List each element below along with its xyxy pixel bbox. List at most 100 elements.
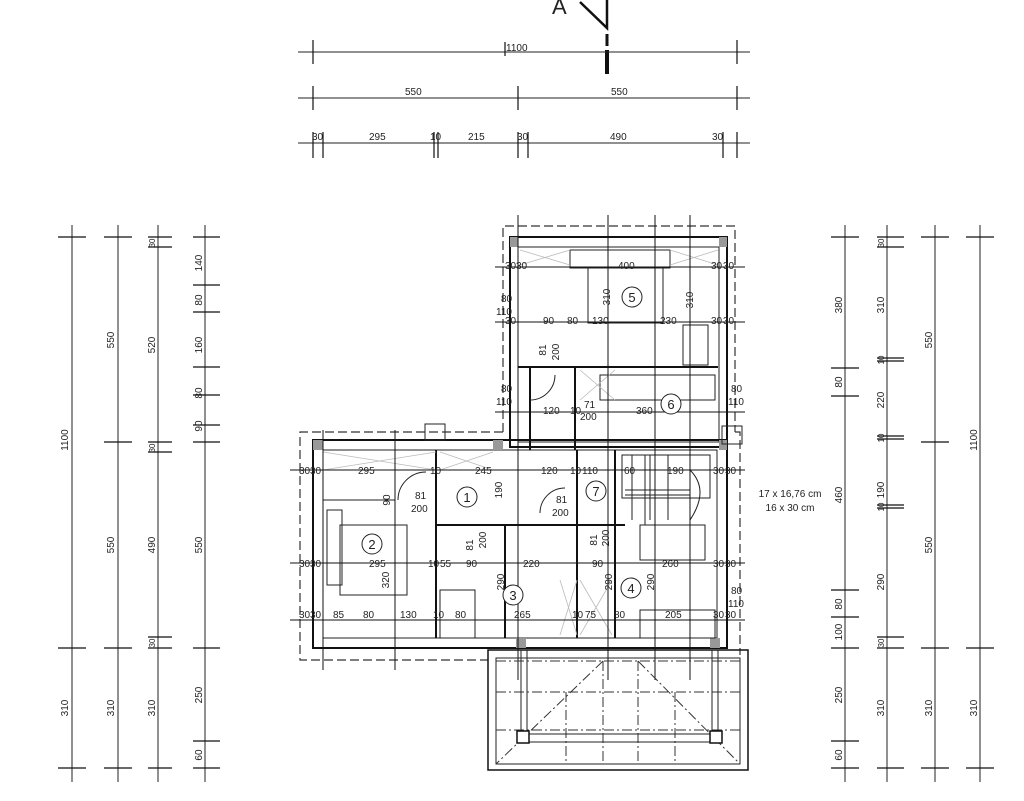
dim-detail: 215 [468,132,485,143]
svg-text:205: 205 [665,610,682,621]
svg-text:200: 200 [551,343,562,360]
svg-text:30: 30 [711,316,723,327]
svg-text:3: 3 [509,588,516,603]
svg-text:90: 90 [592,559,604,570]
svg-text:30: 30 [299,466,311,477]
dim-left: 550 [194,536,205,553]
svg-text:265: 265 [514,610,531,621]
svg-text:30: 30 [723,316,735,327]
dim-left: 520 [147,336,158,353]
svg-text:5: 5 [628,290,635,305]
room-7: 7 [585,480,607,502]
svg-text:80: 80 [731,586,743,597]
svg-text:7: 7 [592,484,599,499]
svg-text:30: 30 [713,559,725,570]
svg-text:10: 10 [570,466,582,477]
svg-text:2: 2 [368,537,375,552]
svg-text:4: 4 [627,581,634,596]
svg-text:30: 30 [310,466,322,477]
svg-text:200: 200 [552,508,569,519]
dim-detail: 10 [430,132,442,143]
svg-text:320: 320 [381,571,392,588]
dim-overall: 1100 [506,43,528,54]
svg-text:200: 200 [478,531,489,548]
top-dimension-chains: 1100 550 550 30 295 10 215 30 490 30 [298,40,750,158]
svg-text:60: 60 [624,466,636,477]
svg-text:10: 10 [430,466,442,477]
dim-right: 190 [876,481,887,498]
svg-text:81: 81 [556,495,568,506]
dim-right: 1100 [969,429,980,451]
left-dimension-chains: 1100 310 550 550 310 30 520 30 490 30 31… [58,225,220,782]
svg-text:130: 130 [592,316,609,327]
dim-right: 220 [876,391,887,408]
dim-left: 550 [106,536,117,553]
svg-text:310: 310 [602,288,613,305]
svg-text:81: 81 [465,539,476,551]
room-5: 5 [621,286,643,308]
svg-text:110: 110 [496,307,512,318]
svg-text:80: 80 [501,384,513,395]
svg-text:30: 30 [516,261,528,272]
svg-text:110: 110 [582,466,598,477]
svg-text:30: 30 [725,610,737,621]
dim-right: 10 [877,355,886,364]
room-2: 2 [361,533,383,555]
svg-text:81: 81 [538,344,549,356]
svg-text:90: 90 [382,494,393,506]
svg-text:245: 245 [475,466,492,477]
dim-left: 550 [106,331,117,348]
svg-text:360: 360 [636,406,653,417]
dim-right: 250 [834,686,845,703]
svg-text:30: 30 [299,559,311,570]
dim-left: 80 [194,387,205,399]
svg-text:30: 30 [310,559,322,570]
svg-text:190: 190 [667,466,684,477]
svg-text:90: 90 [466,559,478,570]
svg-text:10: 10 [433,610,445,621]
svg-text:16 x 30 cm: 16 x 30 cm [766,503,815,514]
dim-left: 30 [148,638,157,647]
svg-text:220: 220 [523,559,540,570]
svg-text:80: 80 [614,610,626,621]
dim-right: 310 [876,296,887,313]
dim-half: 550 [611,87,628,98]
svg-text:200: 200 [411,504,428,515]
svg-text:80: 80 [501,294,513,305]
dim-left: 490 [147,536,158,553]
svg-text:260: 260 [662,559,679,570]
dim-right: 380 [834,296,845,313]
svg-text:30: 30 [713,466,725,477]
svg-text:81: 81 [415,491,427,502]
svg-text:295: 295 [369,559,386,570]
svg-text:90: 90 [543,316,555,327]
svg-text:120: 120 [541,466,558,477]
dim-right: 60 [834,749,845,761]
dim-left: 60 [194,749,205,761]
svg-text:110: 110 [496,397,512,408]
stair-note: 17 x 16,76 cm 16 x 30 cm [759,489,822,514]
svg-text:230: 230 [660,316,677,327]
svg-text:310: 310 [685,291,696,308]
dim-detail: 295 [369,132,386,143]
room-1: 1 [456,486,478,508]
svg-text:290: 290 [604,573,615,590]
dim-left: 1100 [60,429,71,451]
dim-detail: 490 [610,132,627,143]
svg-text:120: 120 [543,406,560,417]
svg-text:30: 30 [299,610,311,621]
svg-text:75: 75 [585,610,597,621]
svg-text:290: 290 [496,573,507,590]
building-walls [299,225,743,661]
dim-left: 80 [194,294,205,306]
svg-text:400: 400 [618,261,635,272]
svg-text:30: 30 [310,610,322,621]
svg-text:10: 10 [570,406,582,417]
svg-text:30: 30 [505,261,517,272]
room-numbers: 1 2 3 4 5 6 7 [361,286,682,606]
svg-text:130: 130 [400,610,417,621]
room-4: 4 [620,577,642,599]
section-marker-a: A [552,0,609,74]
svg-text:110: 110 [728,397,744,408]
svg-text:10: 10 [572,610,584,621]
